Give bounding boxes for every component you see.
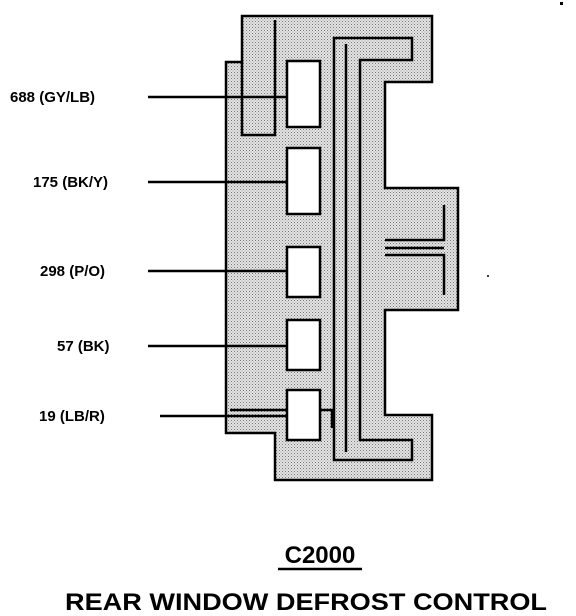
leader-lines — [148, 95, 287, 418]
pin-label-5: 19 (LB/R) — [39, 408, 105, 425]
connector-body — [224, 14, 460, 482]
cavity-1 — [285, 59, 322, 129]
cavity-5 — [285, 388, 322, 442]
pin-label-1: 688 (GY/LB) — [10, 89, 95, 106]
connector-name: REAR WINDOW DEFROST CONTROL — [65, 589, 547, 616]
connector-id: C2000 — [285, 542, 356, 569]
shell-step — [230, 408, 334, 428]
shell-inner-edge — [240, 20, 277, 137]
pin-label-2: 175 (BK/Y) — [33, 174, 108, 191]
cavity-3 — [285, 245, 322, 299]
pin-label-3: 298 (P/O) — [40, 263, 105, 280]
lock-rail — [332, 36, 414, 462]
side-latch — [385, 205, 446, 295]
cavity-4 — [285, 318, 322, 372]
cavity-2 — [285, 146, 322, 216]
pin-label-4: 57 (BK) — [57, 338, 110, 355]
connector-shell — [224, 14, 460, 482]
scan-mark — [560, 2, 563, 5]
scan-dot — [487, 275, 489, 277]
pin-cavities — [285, 59, 322, 442]
